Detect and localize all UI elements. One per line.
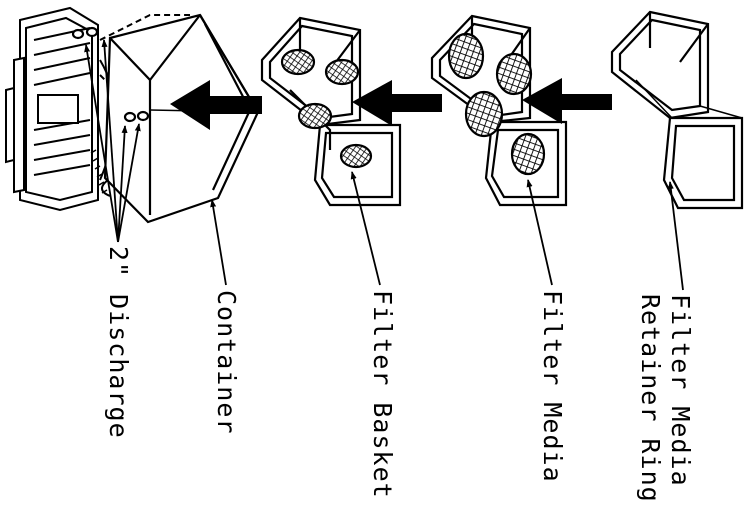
filter-media-retainer-ring xyxy=(610,10,744,210)
label-filter-basket: Filter Basket xyxy=(368,290,397,499)
label-retainer-line2: Retainer Ring xyxy=(636,294,665,503)
container-body xyxy=(71,13,260,224)
label-container: Container xyxy=(212,290,241,435)
assembly-arrow-basket xyxy=(352,80,442,126)
pump-flange-teeth xyxy=(90,149,108,194)
assembly-arrow-container xyxy=(170,80,262,130)
assembly-arrow-media xyxy=(522,78,612,124)
label-2in-discharge: 2" Discharge xyxy=(104,246,133,439)
leader-lines xyxy=(84,39,684,291)
pump-housing xyxy=(5,6,190,212)
label-retainer-line1: Filter Media xyxy=(666,294,695,487)
filter-media xyxy=(430,14,568,207)
label-filter-media: Filter Media xyxy=(538,290,567,483)
filter-basket xyxy=(260,16,402,207)
